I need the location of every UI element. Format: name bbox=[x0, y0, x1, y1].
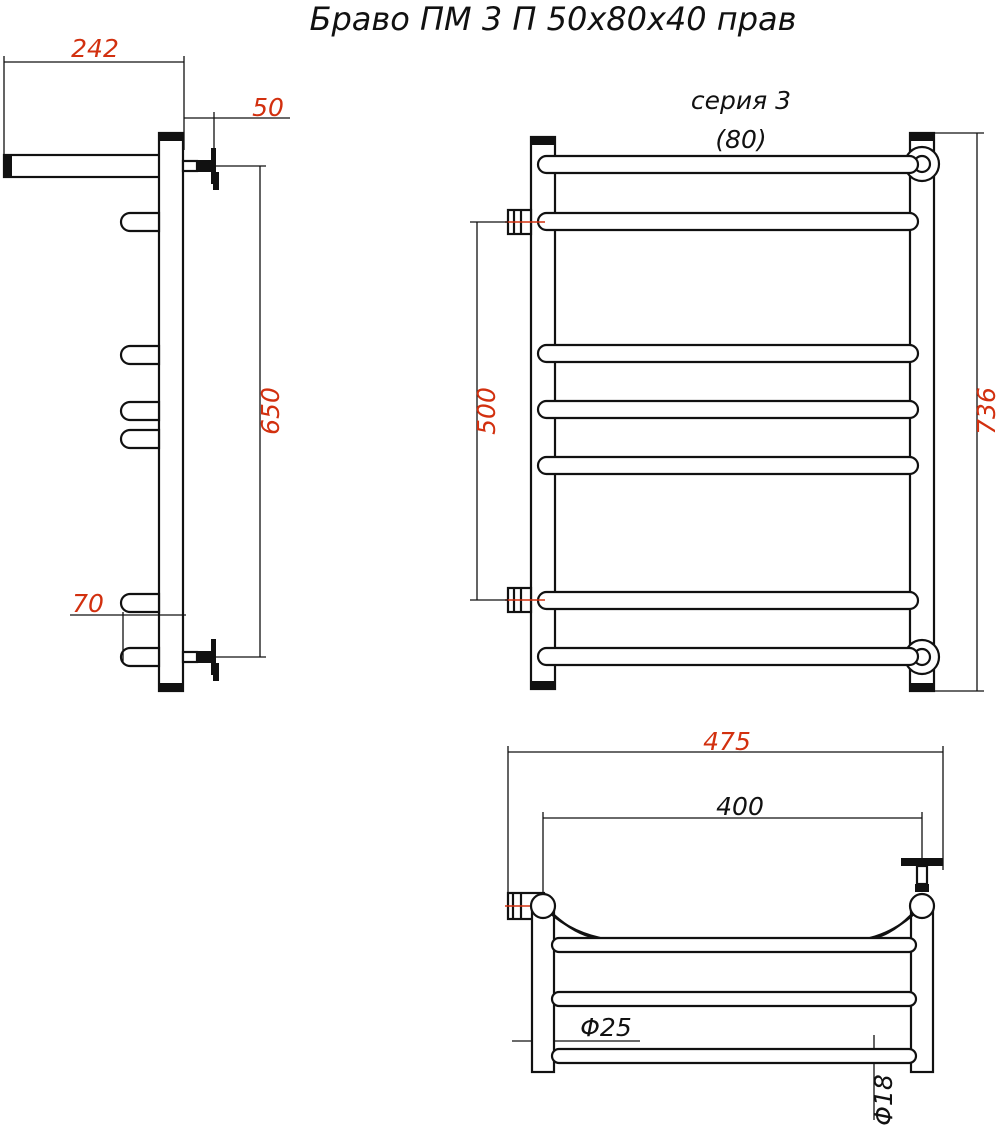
series-size: (80) bbox=[715, 125, 766, 154]
top-view: 475 400 Φ25 bbox=[505, 727, 944, 1126]
series-label: серия 3 bbox=[691, 86, 791, 115]
dim-vertical-diameter: Φ25 bbox=[580, 1013, 632, 1042]
dim-center-distance: 500 bbox=[472, 387, 501, 435]
dim-bar-diameter: Φ18 bbox=[869, 1074, 898, 1126]
dim-bottom-offset: 70 bbox=[72, 589, 104, 618]
dim-wall-offset: 50 bbox=[252, 93, 284, 122]
dim-connection-height: 650 bbox=[256, 387, 285, 435]
front-view: серия 3 (80) 50 bbox=[470, 86, 1000, 693]
dim-inner-width: 400 bbox=[716, 792, 764, 821]
dim-depth: 242 bbox=[71, 34, 119, 63]
dim-total-height: 736 bbox=[972, 387, 1000, 435]
dim-total-width: 475 bbox=[703, 727, 751, 756]
side-view: 242 50 650 bbox=[2, 34, 290, 693]
drawing-title: Браво ПМ 3 П 50х80х40 прав bbox=[310, 0, 797, 38]
